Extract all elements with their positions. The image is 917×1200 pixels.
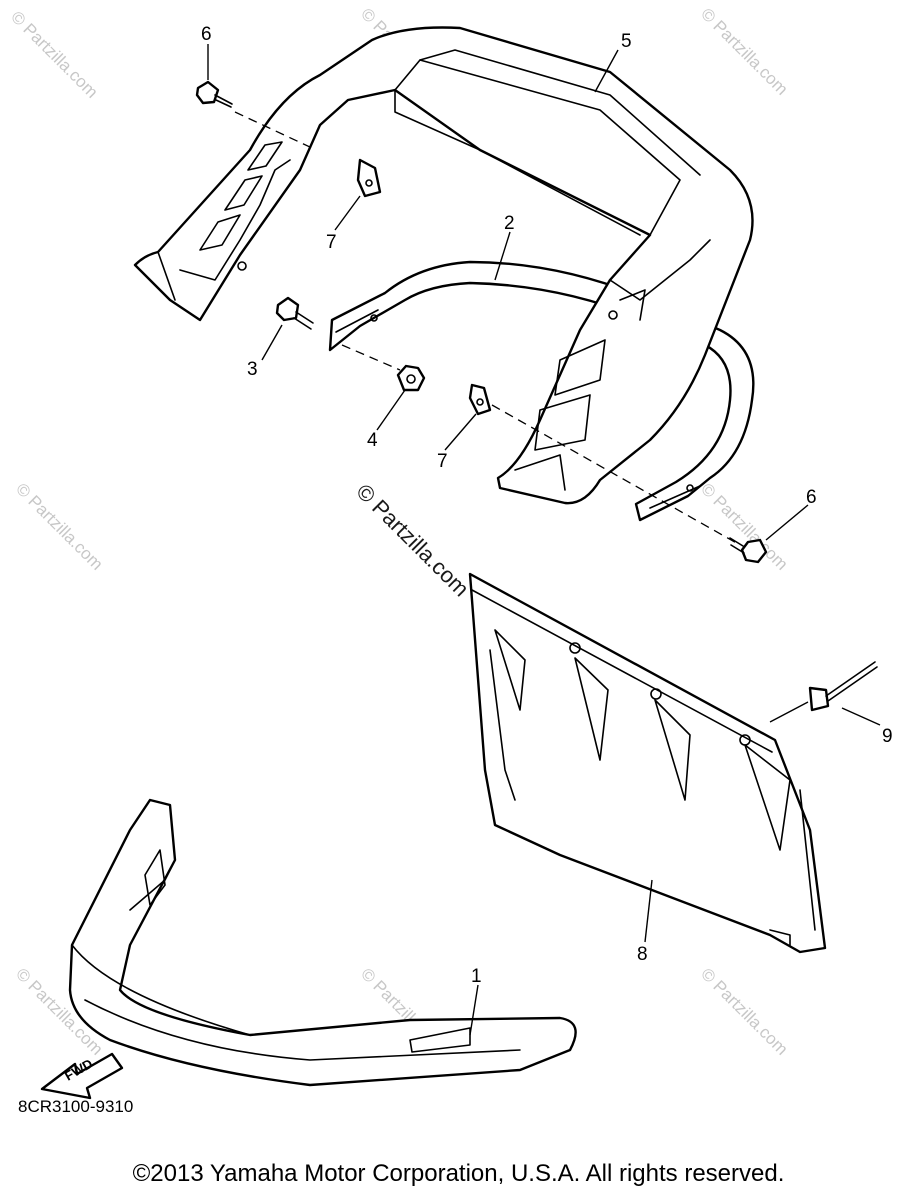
bolt-6-top <box>195 80 233 108</box>
assembly-lines <box>234 111 741 546</box>
clip-7-bottom <box>468 383 492 416</box>
bolt-6-right <box>729 537 768 564</box>
callout-6-top: 6 <box>201 24 212 45</box>
watermark: © Partzilla.com <box>7 7 101 101</box>
bolt-3 <box>275 296 314 330</box>
callout-9: 9 <box>882 726 893 747</box>
part-8-mud-flap <box>468 572 827 954</box>
callout-7-bottom: 7 <box>437 451 448 472</box>
callout-5: 5 <box>621 31 632 52</box>
callout-1: 1 <box>471 966 482 987</box>
callout-3: 3 <box>247 359 258 380</box>
callout-numbers: 6 5 2 7 3 4 7 6 9 8 1 <box>201 24 893 987</box>
callout-4: 4 <box>367 430 378 451</box>
callout-7-top: 7 <box>326 232 337 253</box>
callout-8: 8 <box>637 944 648 965</box>
part-2-bumper-bar <box>328 260 755 522</box>
watermark: © Partzilla.com <box>12 479 106 573</box>
clip-7-top <box>356 158 382 198</box>
fwd-arrow: FWD <box>40 1052 124 1100</box>
drawing-code: 8CR3100-9310 <box>18 1097 134 1116</box>
callout-6-right: 6 <box>806 487 817 508</box>
part-5-rear-frame <box>133 26 754 505</box>
callout-2: 2 <box>504 213 515 234</box>
watermark-main: © Partzilla.com <box>351 479 474 602</box>
copyright-notice: ©2013 Yamaha Motor Corporation, U.S.A. A… <box>132 1160 785 1187</box>
watermark: © Partzilla.com <box>697 964 791 1058</box>
callout-leaders <box>207 44 881 1036</box>
watermark: © Partzilla.com <box>697 4 791 98</box>
nut-4 <box>396 364 426 392</box>
watermark: © Partzilla.com <box>697 479 791 573</box>
part-1-front-bumper <box>68 798 577 1087</box>
rivet-9 <box>808 661 878 712</box>
